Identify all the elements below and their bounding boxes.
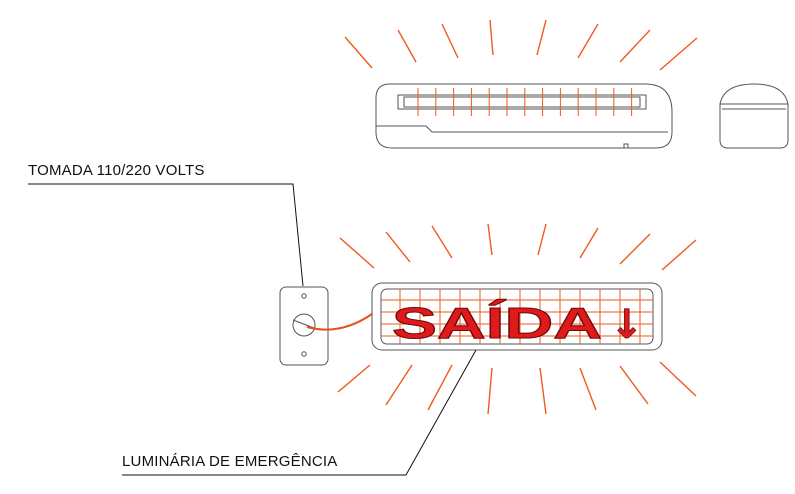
light-ray <box>337 364 371 393</box>
light-ray <box>441 23 459 59</box>
light-ray <box>536 19 547 56</box>
luminaire-label: LUMINÁRIA DE EMERGÊNCIA <box>122 453 338 470</box>
light-ray <box>619 233 651 265</box>
light-ray <box>661 239 697 271</box>
light-ray <box>385 364 413 406</box>
light-ray <box>579 227 599 259</box>
light-ray <box>339 237 375 269</box>
light-ray <box>539 367 547 415</box>
light-ray <box>344 36 373 69</box>
light-ray <box>427 364 453 411</box>
light-ray <box>431 225 453 259</box>
light-ray <box>487 223 493 256</box>
top-luminaire-side <box>719 83 789 149</box>
top-rays <box>344 19 698 71</box>
light-ray <box>659 361 697 397</box>
light-ray <box>577 23 599 59</box>
light-ray <box>385 231 411 263</box>
top-luminaire-front <box>375 83 673 149</box>
light-ray <box>489 19 494 56</box>
light-ray <box>579 367 597 411</box>
bottom-luminaire-body <box>371 282 663 351</box>
socket-leader-line <box>28 183 304 287</box>
light-ray <box>397 29 417 63</box>
light-ray <box>487 367 493 415</box>
luminaire-leader-line <box>122 349 477 476</box>
light-ray <box>619 29 651 63</box>
light-ray <box>537 223 547 256</box>
bottom-rays <box>337 223 697 415</box>
sign-text: SAÍDA <box>392 298 602 348</box>
sign-arrow: ↓ <box>610 302 644 348</box>
light-ray <box>659 37 698 71</box>
socket-label: TOMADA 110/220 VOLTS <box>28 162 205 179</box>
power-cable <box>306 313 373 331</box>
bottom-luminaire-grid <box>381 289 653 344</box>
wall-socket <box>279 286 329 366</box>
top-luminaire-grid <box>417 88 633 116</box>
light-ray <box>619 365 649 405</box>
